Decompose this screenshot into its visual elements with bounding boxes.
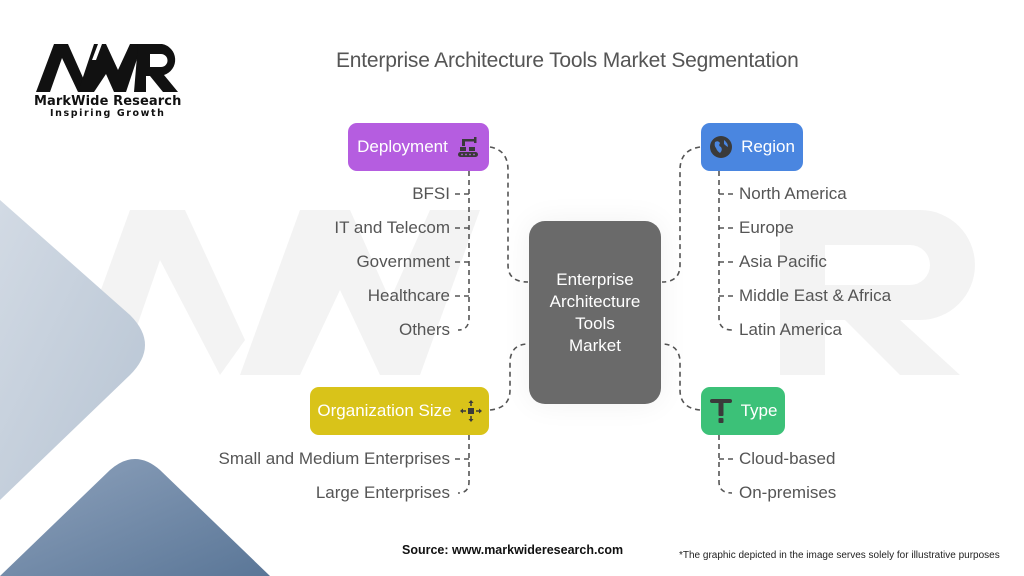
- organization-size-item: Large Enterprises: [315, 483, 450, 502]
- background-diamond-light: [0, 200, 145, 500]
- connector-deployment-center: [489, 146, 529, 283]
- region-item: Middle East & Africa: [739, 286, 892, 305]
- globe-icon: [709, 135, 733, 159]
- type-item: On-premises: [739, 483, 837, 502]
- center-line: Market: [569, 335, 621, 355]
- region-item: Asia Pacific: [739, 252, 827, 271]
- region-item: North America: [739, 184, 847, 203]
- center-line: Tools: [575, 313, 615, 333]
- connector-type-center: [661, 343, 701, 411]
- category-label: Deployment: [357, 137, 448, 156]
- brand-name: MarkWide Research: [34, 94, 182, 109]
- region-item: Latin America: [739, 320, 842, 339]
- deployment-item: IT and Telecom: [334, 218, 450, 237]
- disclaimer-text: *The graphic depicted in the image serve…: [679, 550, 1000, 561]
- region-item: Europe: [739, 218, 794, 237]
- deployment-item: BFSI: [412, 184, 450, 203]
- deployment-item: Healthcare: [367, 286, 450, 305]
- category-label: Organization Size: [317, 401, 452, 420]
- connector-region-items: [718, 171, 733, 331]
- connector-type-items: [718, 435, 733, 494]
- move-arrows-icon: [459, 400, 482, 422]
- connector-deployment-items: [457, 171, 470, 331]
- category-organization-size: Organization Size: [310, 387, 489, 435]
- source-text: Source: www.markwideresearch.com: [402, 543, 624, 557]
- category-region: Region: [701, 123, 803, 171]
- category-label: Type: [740, 401, 778, 420]
- connector-orgsize-center: [489, 343, 529, 411]
- center-line: Architecture: [549, 291, 641, 311]
- deployment-item: Others: [398, 320, 450, 339]
- page-title: Enterprise Architecture Tools Market Seg…: [336, 49, 799, 72]
- category-type: Type: [701, 387, 785, 435]
- mwr-logo-mark: [36, 44, 178, 92]
- type-item: Cloud-based: [739, 449, 836, 468]
- brand-tagline: Inspiring Growth: [50, 108, 166, 119]
- t-letter-icon: [709, 398, 733, 424]
- deployment-item: Government: [356, 252, 450, 271]
- brand-logo: MarkWide Research Inspiring Growth: [34, 40, 194, 119]
- center-line: Enterprise: [556, 269, 634, 289]
- connector-orgsize-items: [457, 435, 470, 494]
- organization-size-item: Small and Medium Enterprises: [218, 449, 450, 468]
- center-node: Enterprise Architecture Tools Market: [529, 221, 661, 404]
- category-label: Region: [741, 137, 795, 156]
- category-deployment: Deployment: [348, 123, 489, 171]
- background-diamond-dark: [0, 459, 270, 576]
- conveyor-robot-icon: [456, 135, 480, 159]
- connector-region-center: [661, 146, 701, 283]
